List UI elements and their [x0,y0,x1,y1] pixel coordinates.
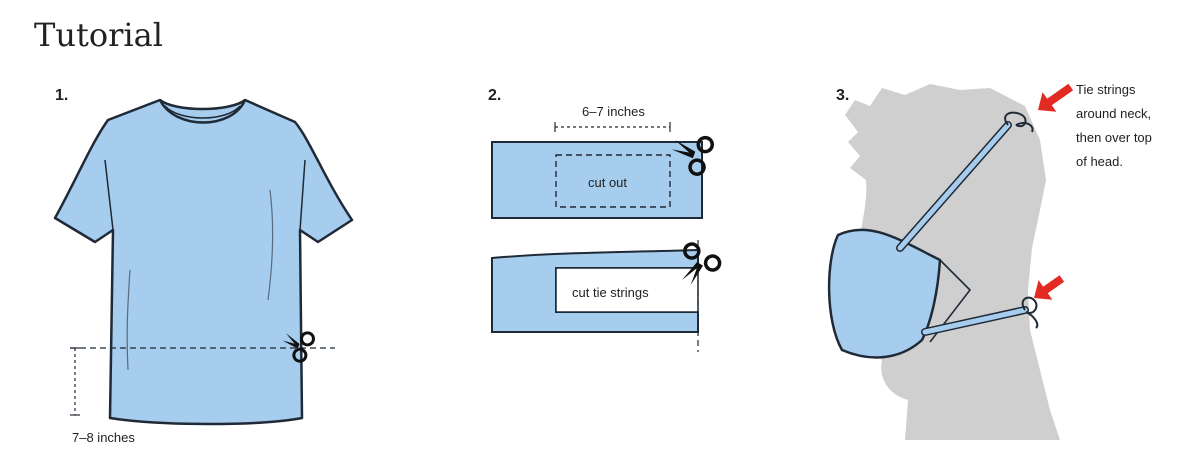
step-2-number: 2. [488,87,501,104]
step-2-panel: 2. 6–7 inches cut out cut tie strings [470,70,750,460]
instruction-line-1: Tie strings [1076,82,1136,97]
cut-out-label: cut out [588,175,627,190]
red-arrow-icon [1038,83,1074,112]
lower-tie-string [921,296,1039,336]
instruction-line-4: of head. [1076,154,1123,169]
scissors-icon [282,331,315,363]
step-1-number: 1. [55,87,68,104]
page-title: Tutorial [34,16,163,54]
strip-measure-label: 6–7 inches [582,104,645,119]
tshirt-illustration [53,98,354,426]
measure-label: 7–8 inches [72,430,135,445]
instruction-text: Tie strings around neck, then over top o… [1076,82,1152,169]
upper-tie-string [896,111,1034,252]
step-1-panel: 1. 7–8 inches [0,70,380,460]
fabric-strip-bottom: cut tie strings [491,248,699,333]
scissors-icon [682,242,722,285]
step-3-panel: 3. Tie strings [820,70,1195,460]
scissors-icon [671,135,714,176]
cut-tie-label: cut tie strings [572,285,649,300]
fabric-strip-top: cut out [491,141,703,219]
instruction-line-3: then over top [1076,130,1152,145]
instruction-line-2: around neck, [1076,106,1151,121]
step-3-number: 3. [836,87,849,104]
red-arrow-icon [1034,275,1065,300]
